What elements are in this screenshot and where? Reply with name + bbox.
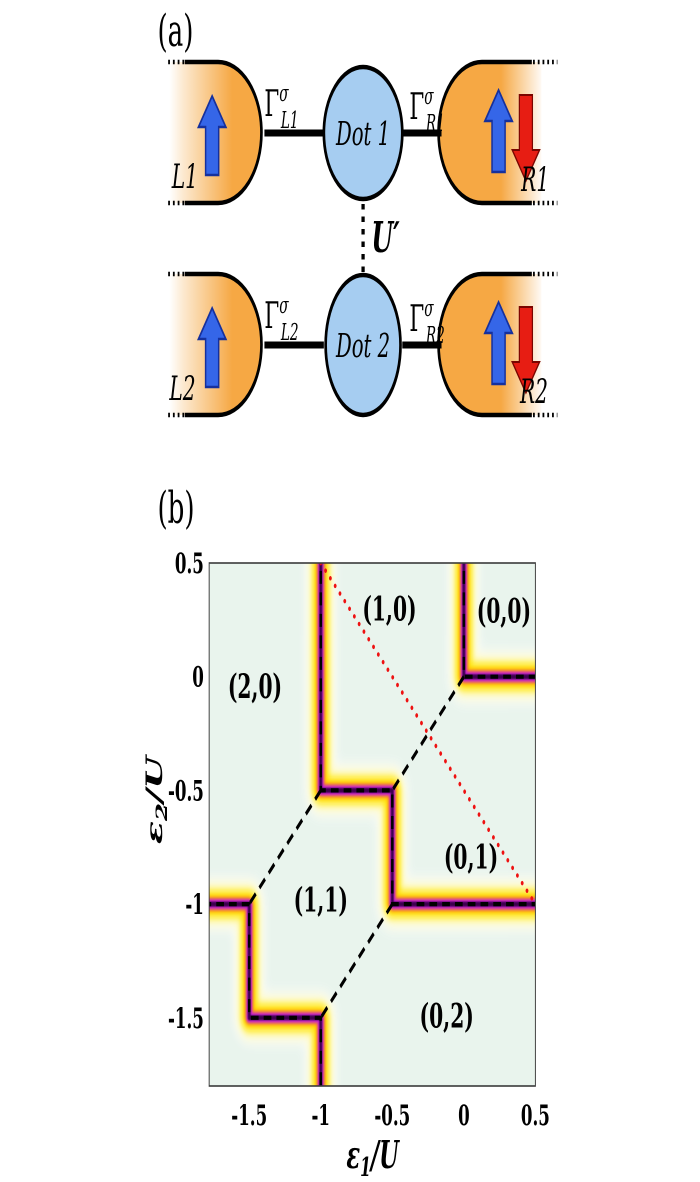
spin-up-arrow	[196, 93, 228, 177]
lead-L1: L1	[168, 59, 263, 206]
tunnel-bar-L2	[264, 341, 324, 349]
dashed-boundary	[209, 902, 323, 1086]
panel-b-label: (b)	[157, 482, 194, 534]
spin-up-arrow	[483, 87, 514, 174]
x-tick-label: -1	[312, 1099, 330, 1132]
x-tick-label: -0.5	[374, 1099, 410, 1132]
y-tick-label: 0.5	[175, 547, 204, 580]
lead-R1-continuation-dots	[533, 59, 558, 206]
x-tick-label: 0.5	[521, 1099, 550, 1132]
lead-R2-label: R2	[519, 371, 548, 411]
dashed-boundary	[248, 788, 322, 906]
plot-frame	[208, 562, 536, 1087]
lead-L2: L2	[168, 271, 263, 418]
spin-up-arrow	[196, 305, 228, 389]
x-axis-title: ε1/U	[346, 1134, 400, 1178]
lead-L2-continuation-dots	[168, 271, 186, 418]
lead-R1-body	[438, 62, 542, 203]
spin-down-arrow	[511, 306, 541, 395]
x-tick-label: 0	[458, 1099, 470, 1132]
lead-R2-continuation-dots	[533, 271, 558, 418]
quantum-dot-2	[324, 272, 402, 418]
lead-L1-outline	[184, 59, 263, 206]
lead-R2-body	[438, 274, 542, 415]
interdot-coupling-label: U′	[371, 214, 399, 263]
spin-up-arrow	[483, 299, 514, 386]
dot-1-label: Dot 1	[335, 116, 390, 154]
lead-L1-continuation-dots	[168, 59, 186, 206]
lead-L2-outline	[184, 271, 263, 418]
dashed-boundary	[319, 902, 394, 1020]
y-tick-label: -1	[185, 889, 203, 922]
region-label: (1,1)	[294, 880, 348, 920]
x-tick-label: -1.5	[231, 1099, 267, 1132]
quantum-dot-1	[322, 64, 404, 202]
region-label: (0,1)	[444, 837, 498, 877]
tunnel-bar-L1	[264, 129, 324, 137]
lead-R1-label: R1	[520, 159, 549, 199]
ridge-layer	[462, 563, 536, 680]
spin-down-arrow	[511, 94, 541, 183]
tunnel-bar-R2	[402, 341, 442, 349]
x-axis-ticks: -1.5 -1 -0.5 0 0.5	[231, 1099, 550, 1132]
y-tick-label: -1.5	[168, 1002, 204, 1035]
y-tick-label: -0.5	[168, 775, 204, 808]
region-labels: (2,0) (1,0) (0,0) (1,1) (0,1) (0,2)	[228, 589, 531, 1036]
dashed-boundary	[391, 675, 465, 792]
region-label: (1,0)	[362, 589, 416, 629]
y-axis-title: ε2/U	[142, 754, 171, 844]
region-label: (0,0)	[477, 591, 531, 631]
region-label: (2,0)	[228, 666, 282, 706]
lead-R1: R1	[437, 59, 558, 206]
charge-boundary-dashed-lines	[209, 563, 536, 1086]
lead-L1-label: L1	[171, 156, 198, 196]
panel-a-label: (a)	[157, 5, 193, 57]
dot-2-label: Dot 2	[335, 328, 390, 366]
y-tick-label: 0	[192, 661, 204, 694]
dashed-boundary	[319, 563, 536, 907]
y-axis-ticks: 0.5 0 -0.5 -1 -1.5	[168, 547, 204, 1035]
lead-R2: R2	[437, 271, 558, 418]
lead-L2-label: L2	[169, 368, 196, 408]
region-label: (0,2)	[420, 996, 474, 1036]
tunnel-bar-R1	[402, 129, 442, 137]
